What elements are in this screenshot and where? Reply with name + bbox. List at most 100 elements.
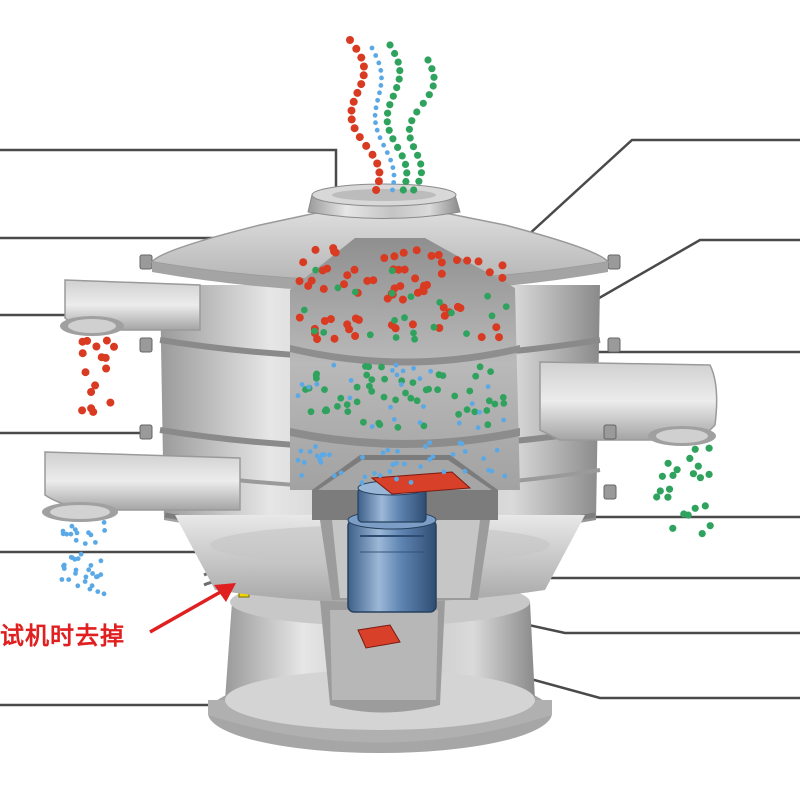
particle-coarse xyxy=(437,269,446,278)
particle-medium xyxy=(476,363,484,371)
discharge-particle-fine xyxy=(72,527,78,532)
feed-particle-fine xyxy=(390,165,396,171)
particle-medium xyxy=(311,327,318,335)
particle-medium xyxy=(402,389,409,397)
feed-particle-medium xyxy=(406,134,414,142)
feed-particle-fine xyxy=(372,112,378,118)
discharge-particle-fine xyxy=(64,531,70,537)
particle-coarse xyxy=(363,276,372,285)
particle-medium xyxy=(381,375,388,383)
particle-coarse xyxy=(498,261,507,270)
particle-coarse xyxy=(295,313,304,322)
discharge-particle-fine xyxy=(78,551,84,557)
discharge-particle-medium xyxy=(694,462,702,470)
discharge-particle-medium xyxy=(689,470,698,478)
discharge-particle-fine xyxy=(86,567,92,573)
feed-particle-coarse xyxy=(349,97,358,106)
feed-particle-fine xyxy=(378,68,384,73)
particle-medium xyxy=(485,397,493,405)
discharge-particle-medium xyxy=(664,459,672,467)
particle-coarse xyxy=(351,332,360,340)
particle-medium xyxy=(368,376,376,383)
particle-medium xyxy=(375,419,383,427)
particle-fine xyxy=(494,447,500,453)
particle-medium xyxy=(451,392,459,400)
particle-fine xyxy=(450,452,456,457)
particle-fine xyxy=(390,462,396,468)
particle-fine xyxy=(462,449,468,454)
discharge-particle-medium xyxy=(696,474,705,482)
discharge-particle-fine xyxy=(59,577,65,582)
particle-fine xyxy=(338,470,344,476)
particle-coarse xyxy=(394,265,403,274)
particle-coarse xyxy=(330,334,339,343)
particle-fine xyxy=(459,441,465,447)
discharge-particle-medium xyxy=(701,502,709,510)
particle-coarse xyxy=(326,315,335,324)
particle-medium xyxy=(401,314,408,322)
particle-fine xyxy=(489,468,495,474)
particle-medium xyxy=(439,372,447,379)
feed-particle-coarse xyxy=(368,150,377,159)
particle-medium xyxy=(455,410,462,418)
particle-fine xyxy=(475,425,481,431)
particle-medium xyxy=(391,317,398,324)
particle-fine xyxy=(408,480,414,485)
particle-fine xyxy=(398,382,404,387)
particle-medium xyxy=(413,397,421,405)
discharge-particle-fine xyxy=(83,574,89,580)
particle-fine xyxy=(387,469,393,474)
particle-fine xyxy=(430,454,436,460)
feed-particle-coarse xyxy=(353,88,362,97)
particle-coarse xyxy=(380,254,389,262)
feed-particle-medium xyxy=(405,125,413,133)
particle-medium xyxy=(409,379,417,386)
particle-medium xyxy=(407,293,415,300)
clamp-bolts xyxy=(139,254,621,500)
particle-medium xyxy=(388,267,396,275)
particle-fine xyxy=(360,455,365,460)
feed-particle-medium xyxy=(408,117,416,125)
discharge-particle-fine xyxy=(88,563,94,568)
particle-fine xyxy=(388,404,393,410)
discharge-particle-medium xyxy=(705,470,713,478)
discharge-particle-coarse xyxy=(101,353,110,362)
particle-medium xyxy=(334,403,341,410)
discharge-particle-medium xyxy=(653,493,661,501)
discharge-particle-fine xyxy=(98,558,104,564)
particle-coarse xyxy=(329,244,338,253)
particle-medium xyxy=(463,330,470,337)
feed-particle-medium xyxy=(424,56,432,64)
particle-coarse xyxy=(307,276,316,285)
feed-particle-fine xyxy=(376,60,382,66)
particle-fine xyxy=(359,480,365,486)
discharge-particle-fine xyxy=(75,556,81,561)
particle-coarse xyxy=(434,251,443,259)
feed-particle-fine xyxy=(388,157,393,163)
discharge-particle-fine xyxy=(86,530,91,536)
particle-medium xyxy=(312,266,320,274)
particle-fine xyxy=(314,381,320,387)
particle-coarse xyxy=(477,333,486,342)
particle-fine xyxy=(317,458,323,463)
feed-particle-medium xyxy=(398,152,406,160)
feed-particle-coarse xyxy=(347,106,356,115)
discharge-particle-coarse xyxy=(78,406,87,415)
particle-coarse xyxy=(343,320,352,329)
particle-medium xyxy=(366,382,373,390)
particle-coarse xyxy=(319,284,328,293)
discharge-particle-coarse xyxy=(106,398,115,407)
feed-particle-coarse xyxy=(357,53,366,62)
particle-coarse xyxy=(419,287,428,296)
particle-coarse xyxy=(396,282,405,291)
discharge-particle-coarse xyxy=(102,364,111,373)
feed-particle-coarse xyxy=(375,168,384,177)
particle-fine xyxy=(369,424,375,429)
discharge-particle-fine xyxy=(102,528,107,533)
particle-fine xyxy=(394,476,399,482)
feed-particle-coarse xyxy=(350,124,359,133)
feed-particle-coarse xyxy=(347,115,356,124)
particle-coarse xyxy=(495,333,503,342)
discharge-particle-coarse xyxy=(110,342,118,351)
